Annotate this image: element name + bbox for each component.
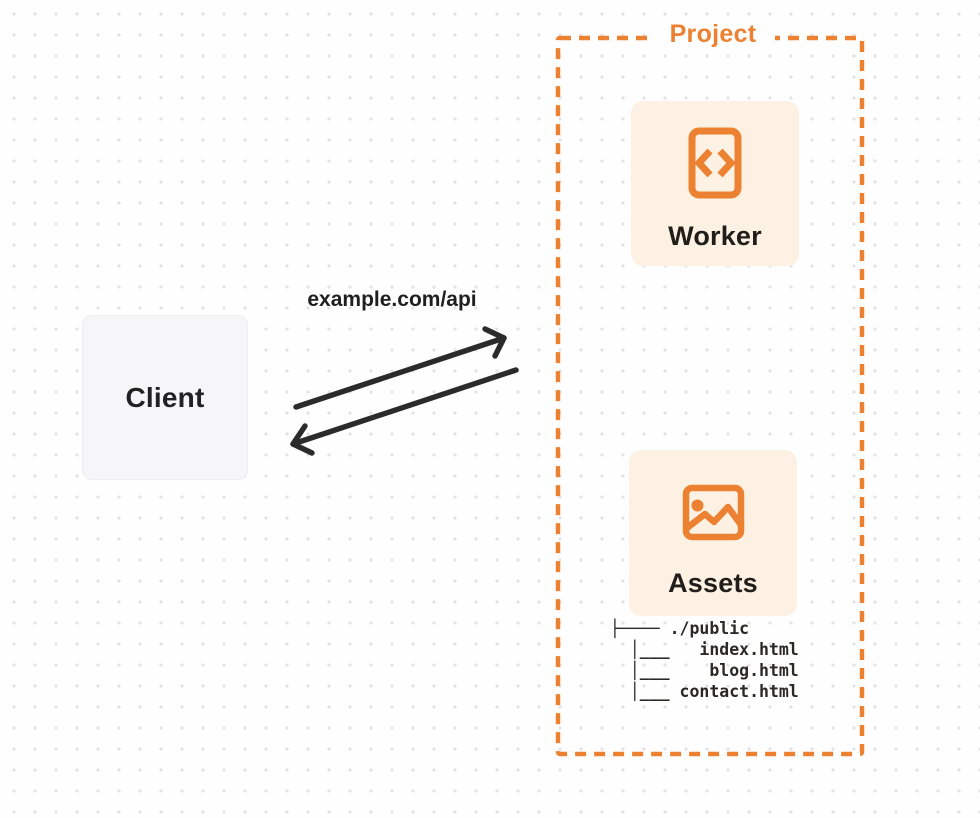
assets-node: Assets (629, 450, 797, 616)
code-icon (688, 127, 742, 199)
client-node: Client (82, 315, 248, 480)
image-icon (682, 484, 744, 541)
file-tree-line: │___ blog.html (610, 661, 799, 680)
file-tree: ├──── ./public │___ index.html │___ blog… (610, 618, 799, 702)
file-tree-root: ├──── ./public (610, 619, 750, 638)
request-url-label: example.com/api (307, 288, 477, 311)
file-tree-line: │___ index.html (610, 640, 799, 659)
file-tree-line: │___ contact.html (610, 682, 799, 701)
response-arrow (290, 367, 519, 456)
worker-label: Worker (668, 221, 762, 251)
assets-label: Assets (668, 568, 758, 598)
worker-node: Worker (631, 101, 799, 266)
request-arrow (293, 326, 507, 410)
project-title: Project (651, 19, 775, 49)
client-label: Client (125, 381, 205, 413)
